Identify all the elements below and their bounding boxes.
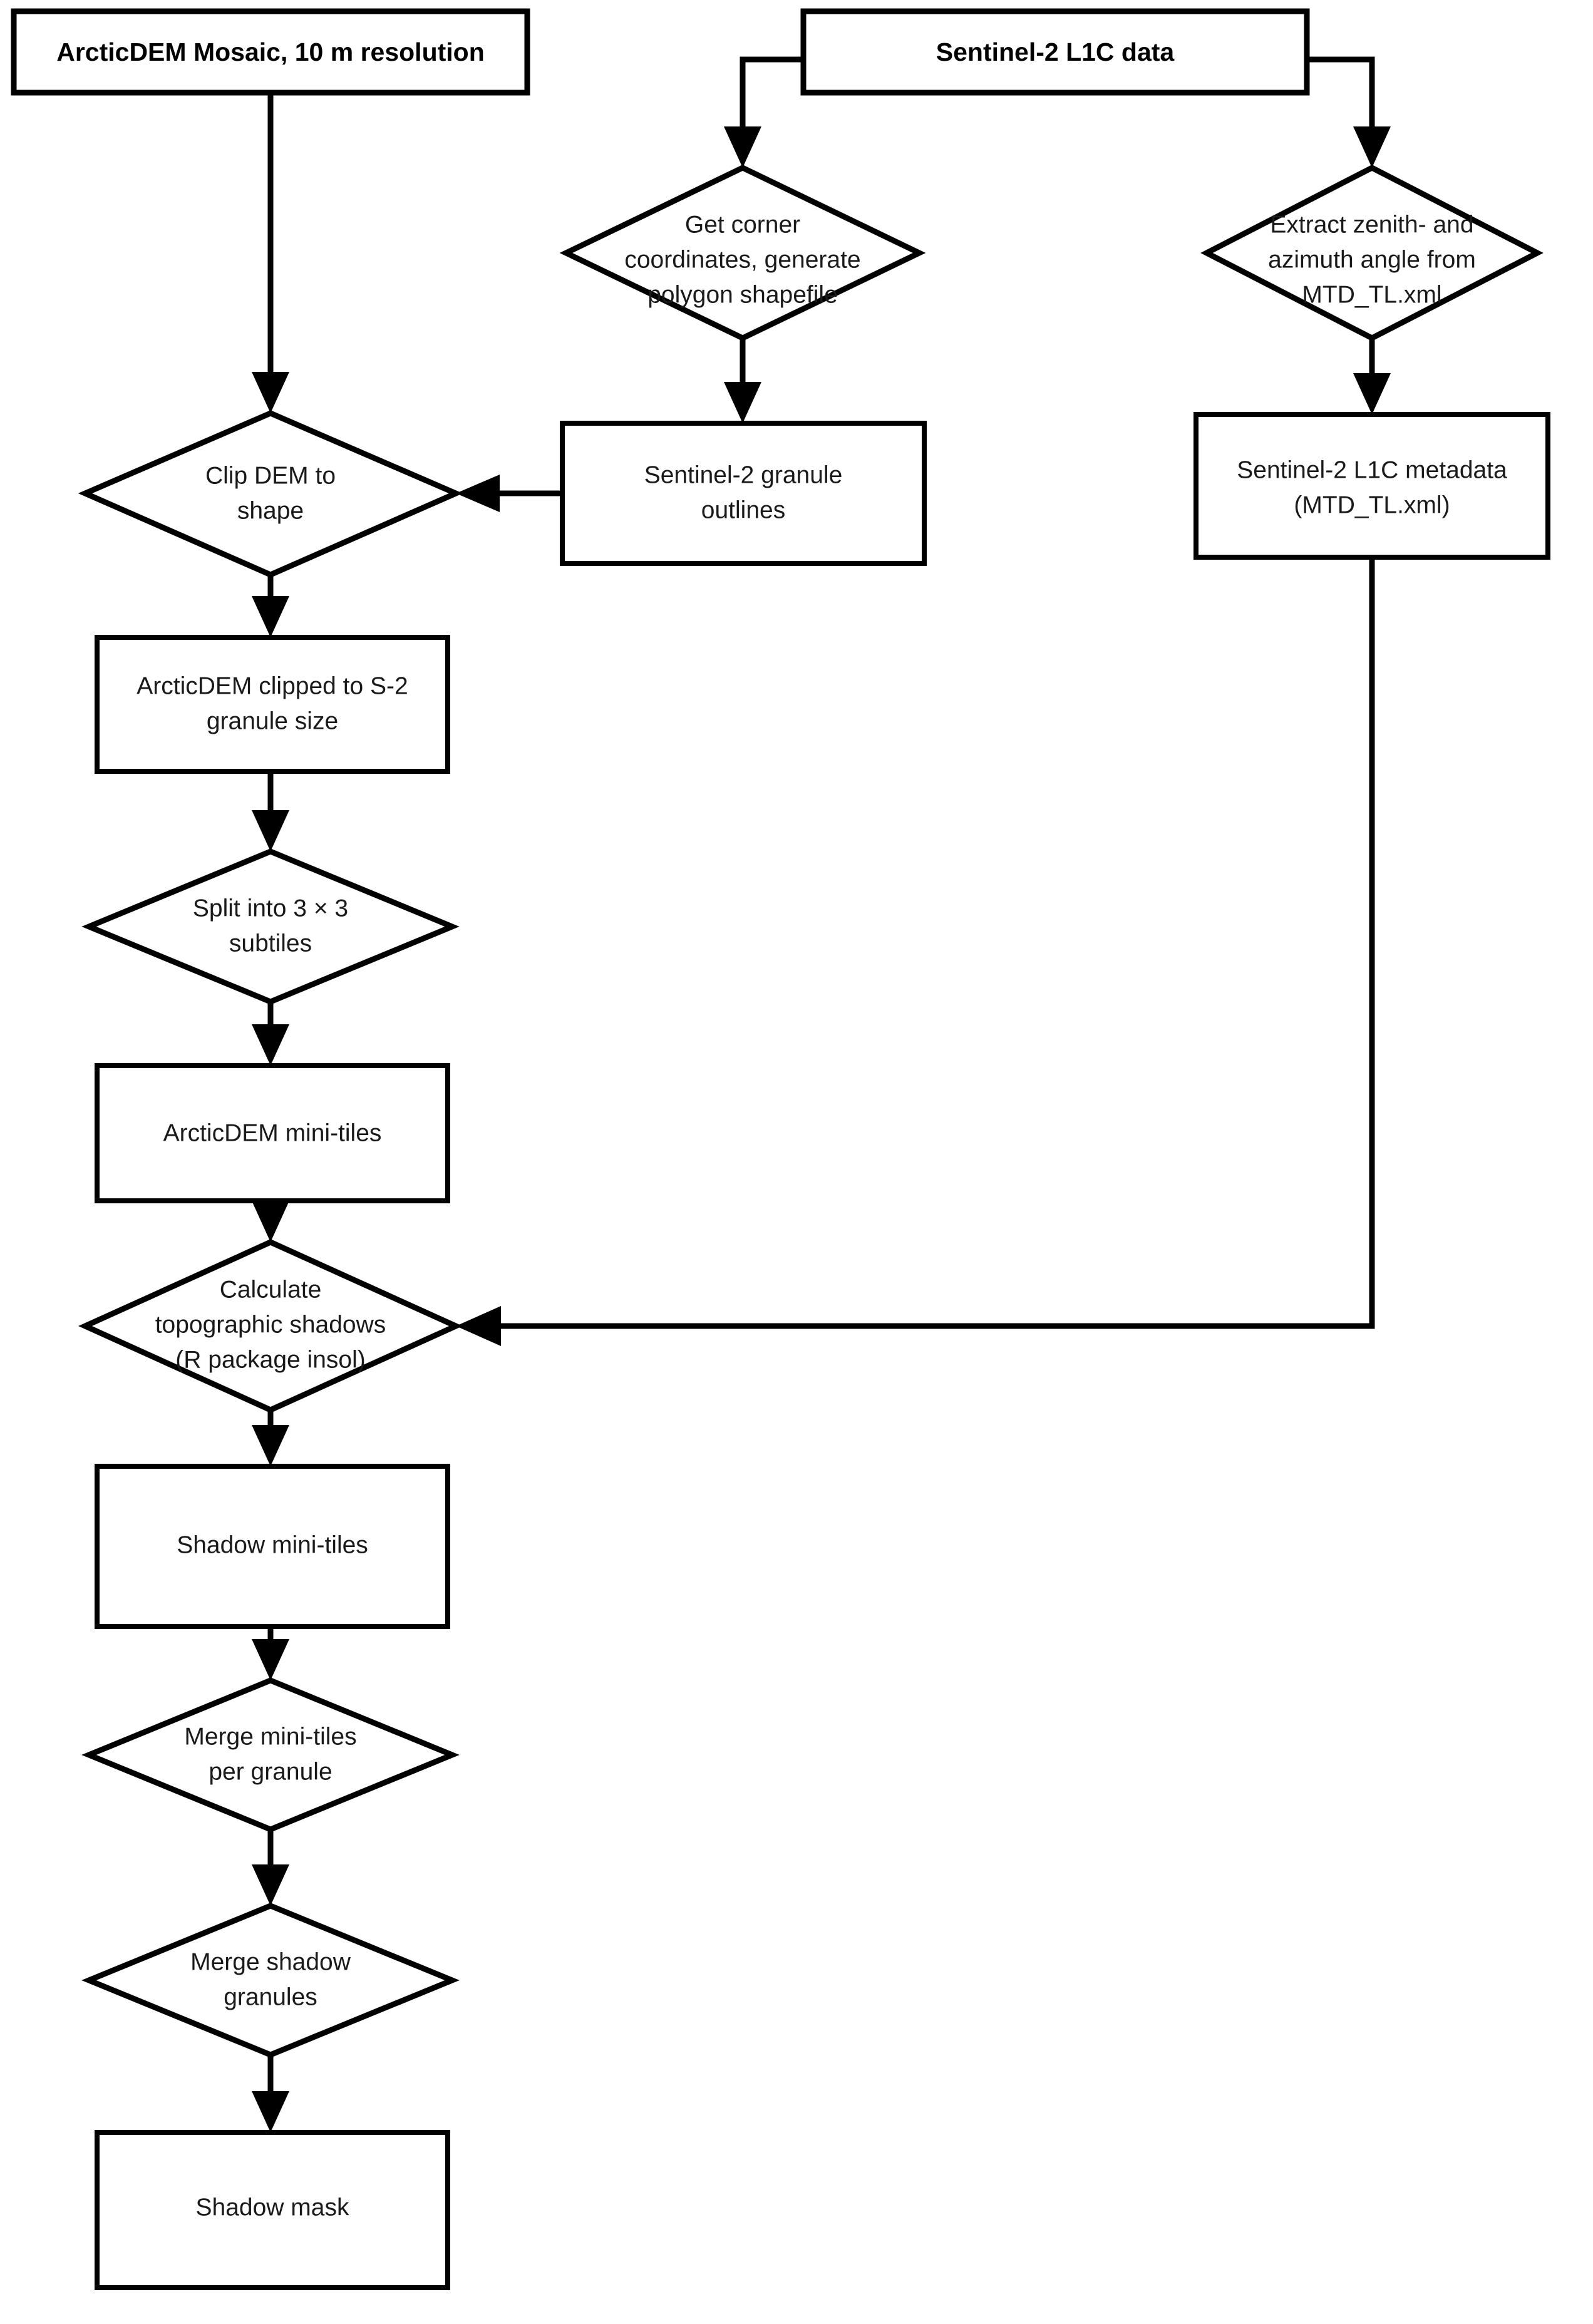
edge-shadow-mini-tiles-to-merge-mini-tiles: [252, 1627, 289, 1680]
node-label-clip-dem-line1: Clip DEM to: [205, 462, 336, 489]
edge-sentinel2-to-extract-angles: [1307, 56, 1391, 168]
node-get-corner-coordinates[interactable]: Get corner coordinates, generate polygon…: [559, 165, 926, 341]
node-label-l1c-metadata-line1: Sentinel-2 L1C metadata: [1237, 456, 1507, 483]
node-arcticdem-mini-tiles[interactable]: ArcticDEM mini-tiles: [95, 1063, 450, 1203]
edge-merge-mini-tiles-to-merge-granules: [252, 1829, 289, 1906]
node-label-shadow-mask: Shadow mask: [196, 2194, 349, 2221]
node-label-arcticdem-mosaic: ArcticDEM Mosaic, 10 m resolution: [56, 38, 485, 66]
node-label-merge-shadow-granules-line2: granules: [224, 1983, 317, 2010]
node-label-sentinel2-l1c-data: Sentinel-2 L1C data: [936, 38, 1175, 66]
edge-arcticdem-clipped-to-split: [252, 771, 289, 851]
node-label-merge-shadow-granules-line1: Merge shadow: [190, 1948, 351, 1975]
node-calculate-shadows[interactable]: Calculate topographic shadows (R package…: [78, 1239, 463, 1413]
node-sentinel2-l1c-data[interactable]: Sentinel-2 L1C data: [800, 8, 1310, 96]
edge-merge-granules-to-shadow-mask: [252, 2055, 289, 2132]
edge-extract-angles-to-l1c-metadata: [1353, 338, 1391, 414]
node-label-split-subtiles-line2: subtiles: [229, 930, 312, 957]
node-label-granule-outlines-line2: outlines: [701, 496, 785, 523]
node-arcticdem-clipped[interactable]: ArcticDEM clipped to S-2 granule size: [95, 635, 450, 774]
edge-mini-tiles-to-calculate-shadows: [252, 1201, 289, 1242]
edge-calculate-shadows-to-shadow-mini-tiles: [252, 1410, 289, 1466]
node-merge-mini-tiles[interactable]: Merge mini-tiles per granule: [81, 1677, 460, 1833]
node-label-merge-mini-tiles-line2: per granule: [209, 1758, 332, 1785]
edge-granule-outlines-to-clip-dem: [456, 475, 562, 512]
edge-clip-dem-to-arcticdem-clipped: [252, 575, 289, 637]
node-shadow-mask[interactable]: Shadow mask: [95, 2130, 450, 2290]
node-shadow-mini-tiles[interactable]: Shadow mini-tiles: [95, 1464, 450, 1629]
edge-get-corner-to-granule-outlines: [724, 338, 761, 423]
node-arcticdem-mosaic[interactable]: ArcticDEM Mosaic, 10 m resolution: [11, 8, 530, 96]
node-extract-angles[interactable]: Extract zenith- and azimuth angle from M…: [1200, 164, 1544, 342]
node-label-extract-angles-line3: MTD_TL.xml: [1302, 281, 1441, 308]
node-label-arcticdem-clipped-line1: ArcticDEM clipped to S-2: [137, 672, 408, 699]
edge-split-to-mini-tiles: [252, 1002, 289, 1066]
node-label-split-subtiles-line1: Split into 3 × 3: [193, 895, 348, 922]
node-label-get-corner-line2: coordinates, generate: [624, 246, 860, 273]
node-merge-shadow-granules[interactable]: Merge shadow granules: [81, 1903, 460, 2058]
edge-sentinel2-to-get-corner: [724, 56, 803, 168]
edge-arcticdem-mosaic-to-clip-dem: [252, 93, 289, 413]
node-split-subtiles[interactable]: Split into 3 × 3 subtiles: [81, 848, 460, 1005]
node-label-extract-angles-line1: Extract zenith- and: [1270, 211, 1473, 238]
node-l1c-metadata[interactable]: Sentinel-2 L1C metadata (MTD_TL.xml): [1193, 412, 1550, 560]
node-label-shadow-mini-tiles: Shadow mini-tiles: [177, 1531, 368, 1558]
node-label-calculate-shadows-line2: topographic shadows: [155, 1311, 386, 1338]
node-label-l1c-metadata-line2: (MTD_TL.xml): [1294, 491, 1450, 518]
node-label-calculate-shadows-line1: Calculate: [220, 1276, 322, 1303]
node-clip-dem-to-shape[interactable]: Clip DEM to shape: [78, 410, 463, 578]
edge-l1c-metadata-to-calculate-shadows: [456, 557, 1375, 1346]
node-label-arcticdem-clipped-line2: granule size: [207, 707, 338, 734]
node-label-get-corner-line3: polygon shapefile: [647, 281, 838, 308]
node-granule-outlines[interactable]: Sentinel-2 granule outlines: [560, 421, 927, 566]
node-label-extract-angles-line2: azimuth angle from: [1268, 246, 1476, 273]
node-label-get-corner-line1: Get corner: [685, 211, 800, 238]
node-label-arcticdem-mini-tiles: ArcticDEM mini-tiles: [163, 1119, 382, 1146]
node-label-clip-dem-line2: shape: [237, 497, 304, 524]
node-label-calculate-shadows-line3: (R package insol): [175, 1346, 365, 1373]
node-label-merge-mini-tiles-line1: Merge mini-tiles: [184, 1723, 356, 1750]
node-label-granule-outlines-line1: Sentinel-2 granule: [644, 461, 843, 488]
